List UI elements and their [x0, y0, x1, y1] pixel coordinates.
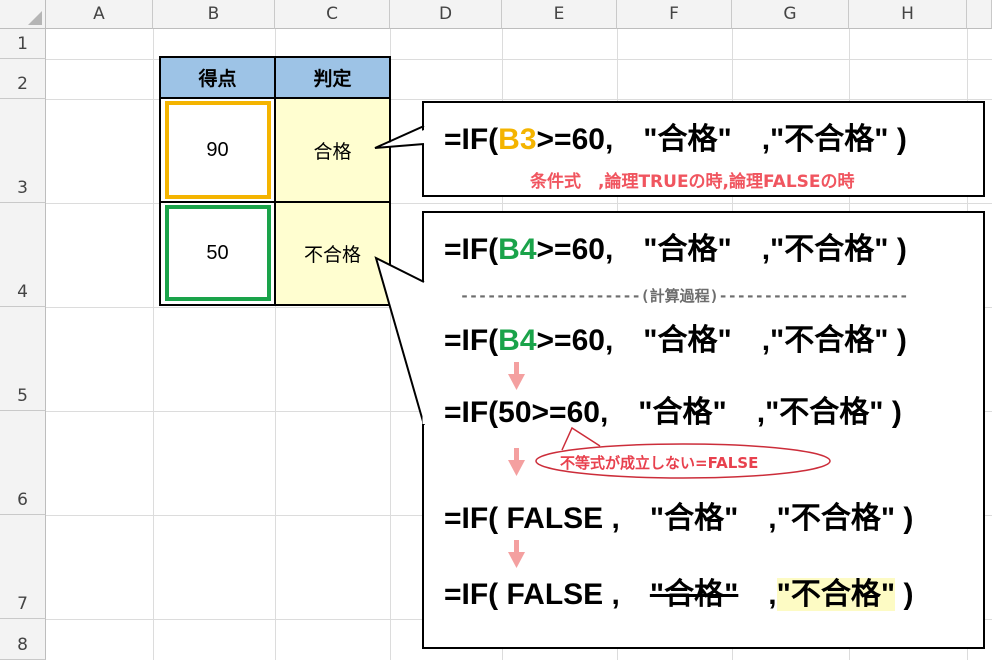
callout-tail-2 — [374, 256, 425, 426]
column-header-d[interactable]: D — [390, 0, 502, 29]
selected-false-value: "不合格" — [776, 578, 896, 611]
row-header-4[interactable]: 4 — [0, 203, 46, 307]
grid-line — [46, 59, 992, 60]
grid-line — [390, 29, 391, 660]
callout-tail-1 — [374, 125, 425, 149]
row-header-1[interactable]: 1 — [0, 29, 46, 59]
score-table: 得点 判定 90 合格 50 不合格 — [159, 56, 391, 306]
select-all-corner[interactable] — [0, 0, 46, 29]
column-label: H — [901, 4, 914, 24]
formula-line-1: =IF(B4>=60, "合格" ,"不合格" ) — [444, 233, 907, 266]
row-label: 2 — [17, 74, 28, 94]
grid-line — [46, 99, 992, 100]
false-explanation-bubble: 不等式が成立しない=FALSE — [560, 454, 759, 472]
column-header-a[interactable]: A — [46, 0, 153, 29]
formula-line: =IF(B3>=60, "合格" ,"不合格" ) — [444, 123, 907, 156]
cell-reference-b3: B3 — [498, 123, 537, 156]
row-header-5[interactable]: 5 — [0, 307, 46, 411]
column-label: B — [207, 4, 220, 24]
calculation-separator: --------------------(計算過程)--------------… — [460, 287, 909, 305]
row-header-2[interactable]: 2 — [0, 59, 46, 99]
bubble-outline — [535, 443, 831, 479]
header-text: 得点 — [198, 69, 237, 90]
result-value: 不合格 — [303, 245, 361, 266]
row-header-8[interactable]: 8 — [0, 619, 46, 660]
row-label: 4 — [17, 282, 28, 302]
score-value: 50 — [206, 242, 229, 264]
formula-callout-b3: =IF(B3>=60, "合格" ,"不合格" ) 条件式 ,論理TRUEの時,… — [422, 101, 985, 197]
column-header-c[interactable]: C — [275, 0, 390, 29]
column-label: E — [553, 4, 565, 24]
formula-calculation-callout: =IF(B4>=60, "合格" ,"不合格" ) --------------… — [422, 211, 985, 649]
bubble-tail — [561, 426, 601, 451]
column-header-h[interactable]: H — [849, 0, 967, 29]
column-header-f[interactable]: F — [617, 0, 732, 29]
row-label: 7 — [17, 594, 28, 614]
row-header-3[interactable]: 3 — [0, 99, 46, 203]
formula-line-2: =IF(B4>=60, "合格" ,"不合格" ) — [444, 324, 907, 357]
row-label: 5 — [17, 386, 28, 406]
column-header-e[interactable]: E — [502, 0, 617, 29]
argument-labels: 条件式 ,論理TRUEの時,論理FALSEの時 — [530, 172, 855, 192]
row-header-6[interactable]: 6 — [0, 411, 46, 515]
cell-c2-header-result[interactable]: 判定 — [276, 58, 389, 98]
cell-b4-score[interactable]: 50 — [161, 203, 275, 304]
struck-true-value: "合格" — [649, 578, 739, 611]
reference-highlight-b4 — [165, 205, 271, 301]
row-label: 8 — [17, 635, 28, 655]
column-header-b[interactable]: B — [153, 0, 275, 29]
formula-line-5: =IF( FALSE , "合格" ,"不合格" ) — [444, 578, 914, 611]
row-header-7[interactable]: 7 — [0, 515, 46, 619]
column-label: G — [783, 4, 797, 24]
grid-line — [153, 29, 154, 660]
grid-line — [46, 203, 992, 204]
cell-b2-header-score[interactable]: 得点 — [161, 58, 275, 98]
row-label: 1 — [17, 34, 28, 54]
grid-line — [275, 29, 276, 660]
row-label: 6 — [17, 490, 28, 510]
score-value: 90 — [206, 138, 229, 161]
cell-b3-score[interactable]: 90 — [161, 99, 275, 202]
reference-highlight-b3 — [165, 101, 271, 199]
cell-reference-b4: B4 — [498, 324, 537, 357]
cell-c3-result[interactable]: 合格 — [276, 99, 389, 202]
cell-reference-b4: B4 — [498, 233, 537, 266]
header-text: 判定 — [313, 69, 352, 90]
result-value: 合格 — [313, 141, 352, 163]
row-label: 3 — [17, 178, 28, 198]
cell-c4-result[interactable]: 不合格 — [276, 203, 389, 304]
column-label: A — [93, 4, 105, 24]
formula-line-4: =IF( FALSE , "合格" ,"不合格" ) — [444, 502, 914, 535]
column-label: F — [669, 4, 679, 24]
down-arrows — [508, 362, 525, 568]
formula-line-3: =IF(50>=60, "合格" ,"不合格" ) — [444, 396, 902, 429]
column-header-g[interactable]: G — [732, 0, 849, 29]
column-label: C — [326, 4, 338, 24]
column-label: D — [438, 4, 453, 24]
